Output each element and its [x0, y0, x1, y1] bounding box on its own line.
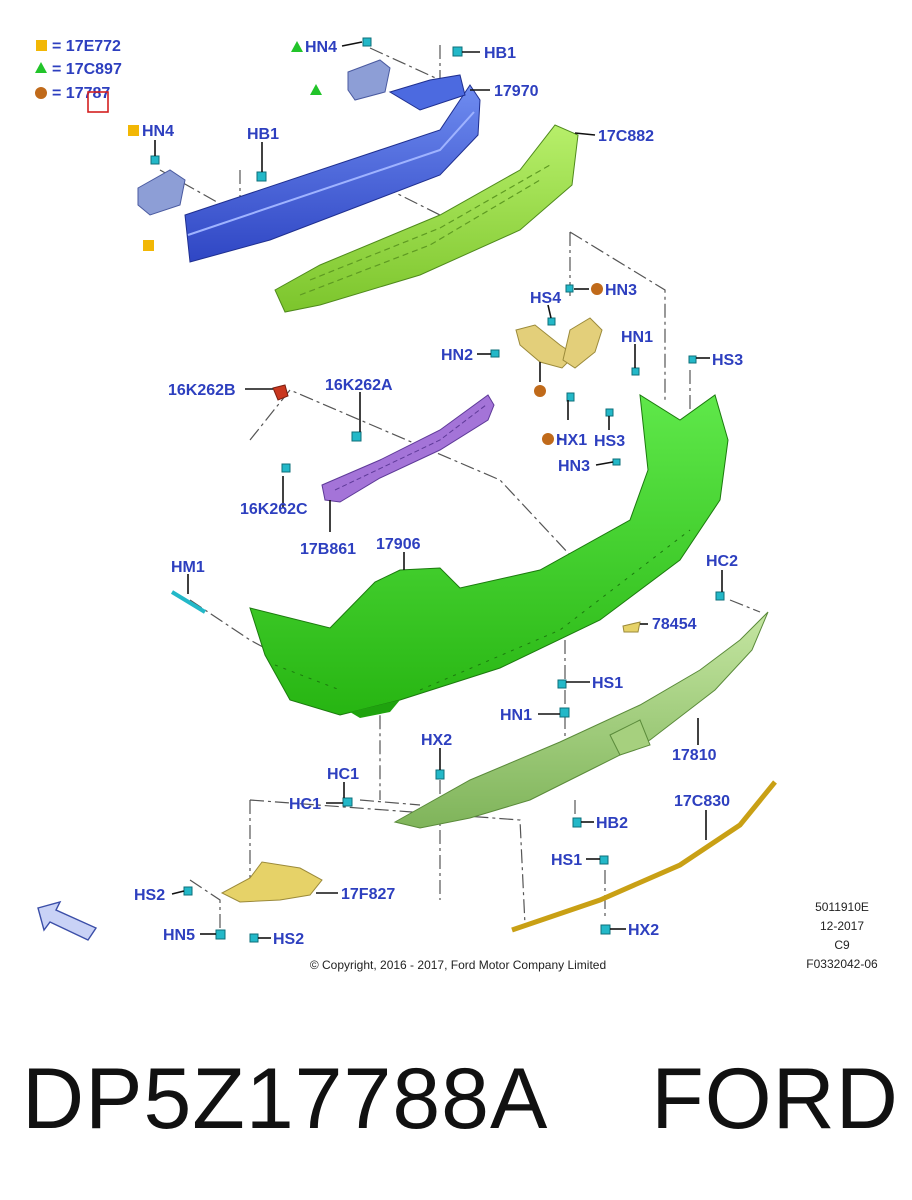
label-hx1: HX1	[556, 432, 587, 449]
legend-text-17E772: = 17E772	[52, 38, 121, 55]
label-16K262C: 16K262C	[240, 501, 308, 518]
label-17B861: 17B861	[300, 541, 356, 558]
brand-name: FORD	[651, 1051, 899, 1147]
label-hc1-left: HC1	[289, 796, 321, 813]
diagram-code-line-4: F0332042-06	[806, 957, 878, 971]
label-hb1-left: HB1	[247, 126, 279, 143]
part-number: DP5Z17788A	[22, 1051, 549, 1147]
legend-triangle-icon	[35, 62, 47, 73]
highlight-marker-box	[87, 91, 109, 113]
label-hs2-left: HS2	[134, 887, 165, 904]
circle-marker-icon	[591, 283, 603, 295]
bracket-17F827	[220, 861, 323, 903]
label-16K262A: 16K262A	[325, 377, 393, 394]
part-labels: HN4 HB1 17970 17C882 HN4 HB1 HS4 HN3 HN2…	[134, 39, 743, 948]
label-17906: 17906	[376, 536, 421, 553]
label-hn4-left: HN4	[142, 123, 174, 140]
label-hs4: HS4	[530, 290, 561, 307]
legend-circle-icon	[35, 87, 47, 99]
bumper-bracket-17B861	[321, 394, 495, 503]
part-caption: DP5Z17788A FORD	[22, 1050, 899, 1149]
symbol-markers	[128, 41, 603, 445]
triangle-marker-icon	[310, 84, 322, 95]
label-hn2: HN2	[441, 347, 473, 364]
label-hn4-top: HN4	[305, 39, 337, 56]
label-hn5: HN5	[163, 927, 195, 944]
legend-text-17787: = 17787	[52, 85, 110, 102]
legend-square-icon	[36, 40, 47, 51]
circle-marker-icon	[542, 433, 554, 445]
side-bracket-right	[562, 317, 603, 369]
diagram-code-block: 5011910E 12-2017 C9 F0332042-06	[806, 900, 878, 971]
label-hx2-mid: HX2	[421, 732, 452, 749]
label-16K262B: 16K262B	[168, 382, 236, 399]
triangle-marker-icon	[291, 41, 303, 52]
label-hs1-low: HS1	[551, 852, 582, 869]
label-hc2: HC2	[706, 553, 738, 570]
bumper-cover-17906	[249, 394, 729, 718]
exploded-parts-diagram: = 17E772 = 17C897 = 17787 HN4 HB1 17970 …	[35, 37, 878, 972]
pin-HM1	[170, 590, 207, 614]
label-hn1-mid: HN1	[500, 707, 532, 724]
label-hx2-low: HX2	[628, 922, 659, 939]
label-hn3-mid: HN3	[558, 458, 590, 475]
label-hn3-top: HN3	[605, 282, 637, 299]
label-hc1-top: HC1	[327, 766, 359, 783]
lower-valance-17810	[393, 611, 769, 829]
label-17C882: 17C882	[598, 128, 654, 145]
square-marker-icon	[143, 240, 154, 251]
label-hn1-right: HN1	[621, 329, 653, 346]
label-17F827: 17F827	[341, 886, 395, 903]
trim-strip-17C830	[511, 780, 777, 933]
clip-78454	[622, 621, 641, 633]
label-hs2-low: HS2	[273, 931, 304, 948]
clip-16K262B	[272, 384, 289, 401]
label-hs3-top: HS3	[712, 352, 743, 369]
label-hm1: HM1	[171, 559, 205, 576]
label-78454: 78454	[652, 616, 697, 633]
label-hs3-mid: HS3	[594, 433, 625, 450]
label-hs1-mid: HS1	[592, 675, 623, 692]
legend: = 17E772 = 17C897 = 17787	[35, 38, 122, 113]
square-marker-icon	[128, 125, 139, 136]
label-17970: 17970	[494, 83, 539, 100]
legend-text-17C897: = 17C897	[52, 61, 122, 78]
energy-absorber-17C882	[274, 124, 579, 313]
label-hb2: HB2	[596, 815, 628, 832]
label-hb1-top: HB1	[484, 45, 516, 62]
diagram-code-line-3: C9	[834, 938, 850, 952]
leader-lines	[154, 41, 723, 939]
label-17810: 17810	[672, 747, 717, 764]
diagram-code-line-1: 5011910E	[815, 900, 869, 914]
copyright-notice: © Copyright, 2016 - 2017, Ford Motor Com…	[310, 958, 606, 972]
circle-marker-icon	[534, 385, 546, 397]
diagram-code-line-2: 12-2017	[820, 919, 864, 933]
label-17C830: 17C830	[674, 793, 730, 810]
bumper-reinforcement-17970	[137, 59, 481, 263]
vehicle-front-arrow-icon	[37, 900, 98, 941]
